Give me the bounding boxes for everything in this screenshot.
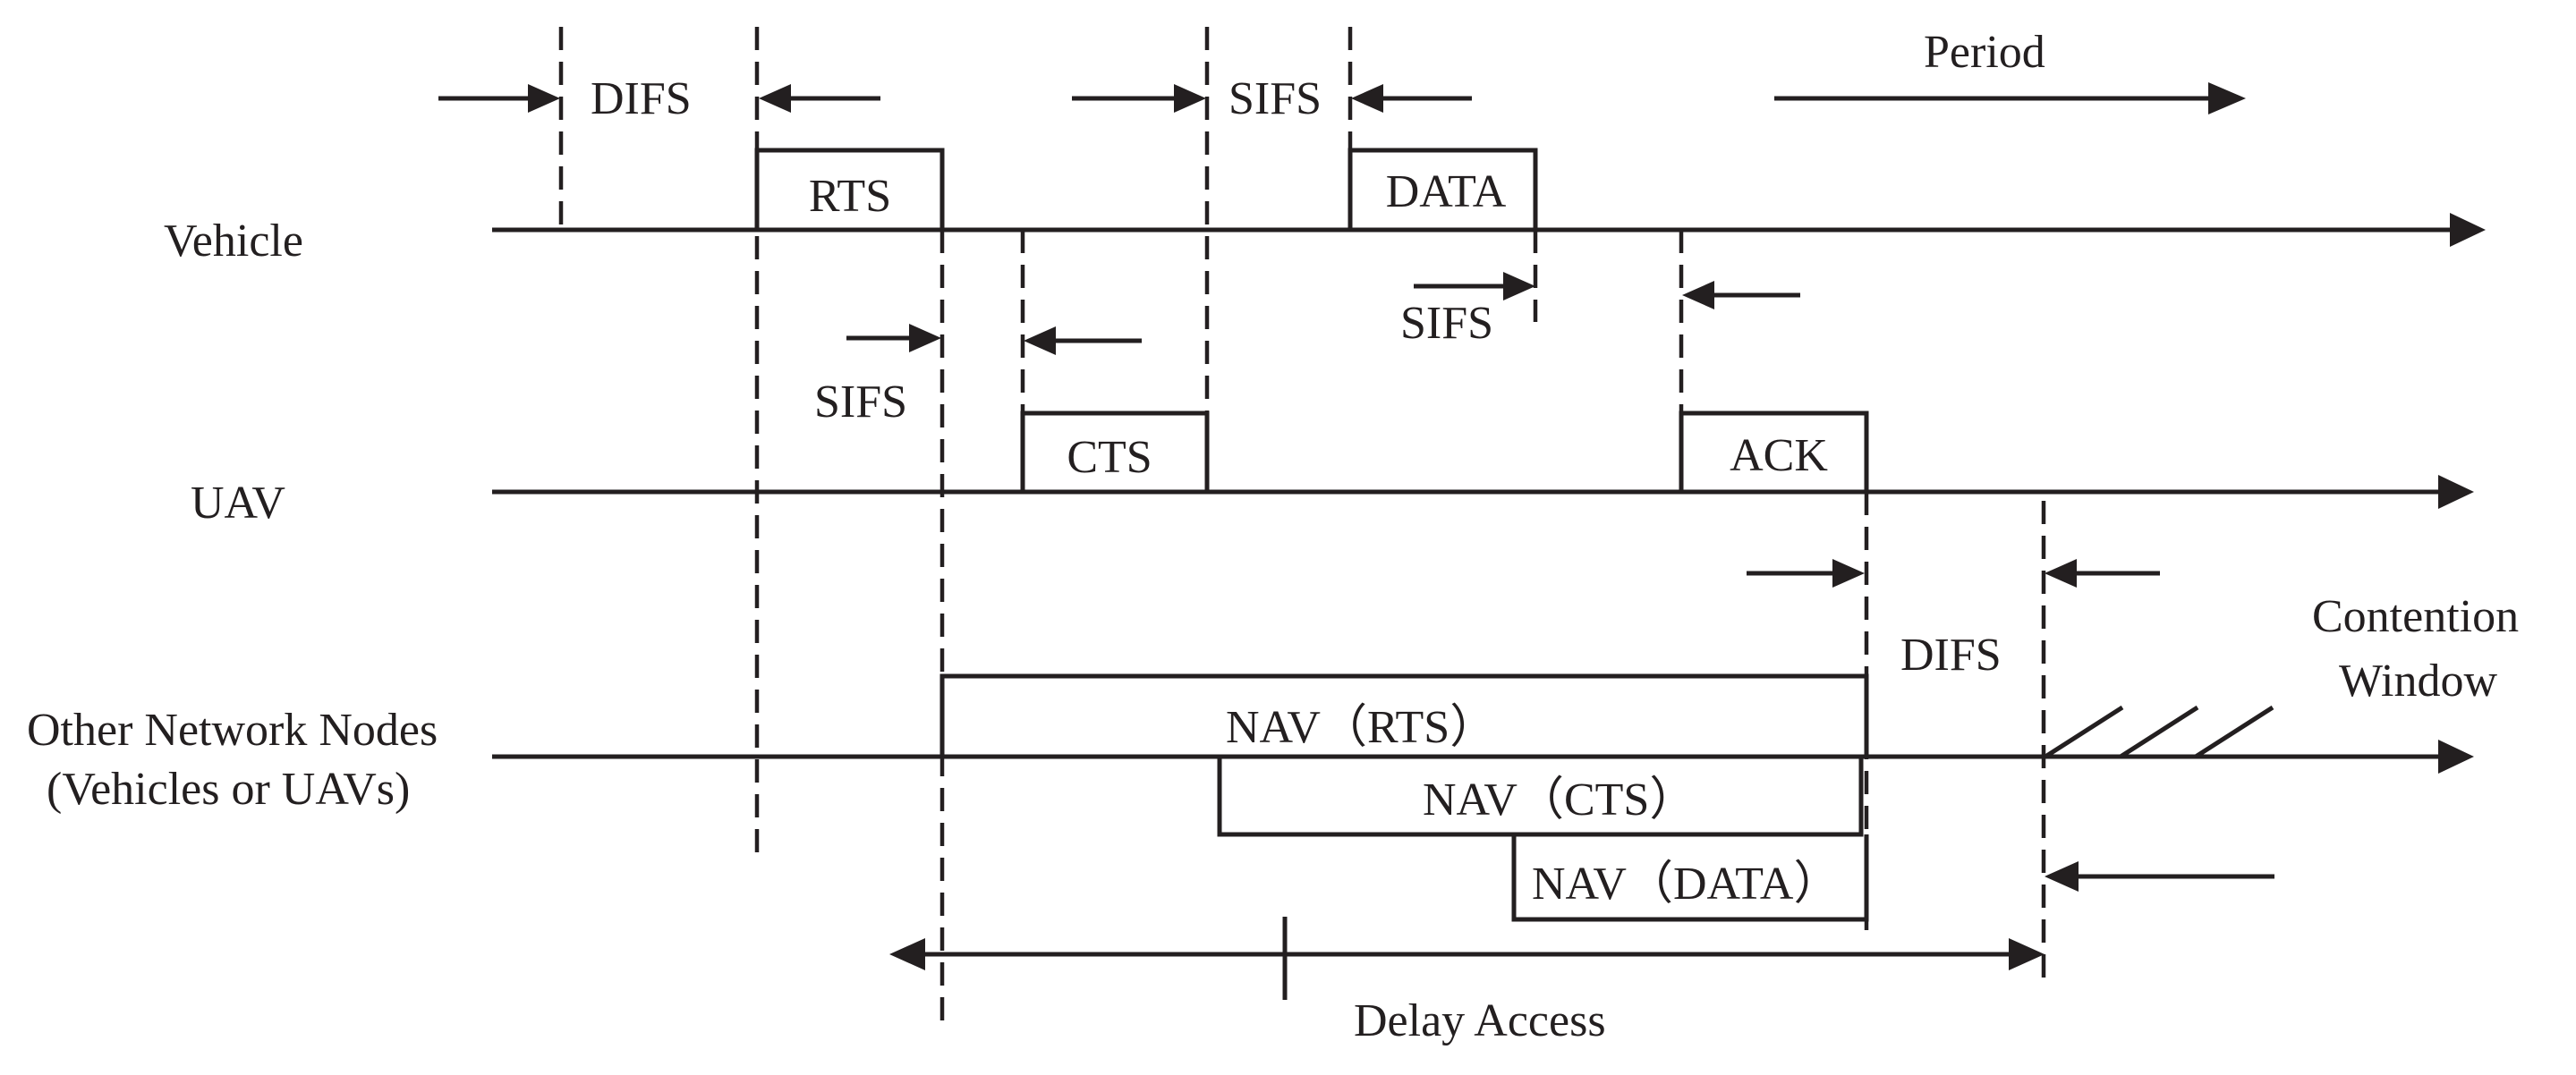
rts-label: RTS xyxy=(809,171,891,222)
sifs-after-data-label: SIFS xyxy=(1400,298,1493,349)
nav-rts-bar: NAV（RTS） xyxy=(939,673,1869,757)
data-frame: DATA xyxy=(1348,148,1538,230)
nav-data-bar: NAV（DATA） xyxy=(1511,834,1869,922)
contention-window-hatch xyxy=(2044,705,2274,759)
sifs-top-arrow-out xyxy=(1351,84,1472,113)
row-label-uav: UAV xyxy=(191,478,285,529)
sifs-after-rts-label: SIFS xyxy=(814,377,907,427)
cts-frame: CTS xyxy=(1020,411,1210,492)
difs-right-label: DIFS xyxy=(1900,630,2002,681)
row-label-other-line2: (Vehicles or UAVs) xyxy=(47,764,410,815)
difs-top-arrow-in xyxy=(438,84,560,113)
cts-label: CTS xyxy=(1067,432,1152,483)
difs-top-label: DIFS xyxy=(591,73,692,124)
uav-timeline xyxy=(492,475,2474,509)
sifs-after-data-arrow xyxy=(1414,272,1535,300)
sifs-top-arrow-in xyxy=(1072,84,1206,113)
data-label: DATA xyxy=(1386,166,1507,217)
nav-cts-label: NAV（CTS） xyxy=(1423,775,1696,825)
ack-start-arrow xyxy=(1682,281,1800,309)
delay-access-span xyxy=(889,917,2045,1000)
period-label: Period xyxy=(1924,27,2045,78)
sifs-top-label: SIFS xyxy=(1228,73,1322,124)
other-nodes-timeline xyxy=(492,740,2474,774)
ack-frame: ACK xyxy=(1679,411,1869,492)
nav-cts-bar: NAV（CTS） xyxy=(1217,757,1864,837)
delay-access-label: Delay Access xyxy=(1354,995,1606,1046)
nav-rts-label: NAV（RTS） xyxy=(1226,702,1496,753)
sifs-after-rts-arrow xyxy=(846,324,941,352)
difs-right-arrow-out xyxy=(2045,559,2160,588)
vehicle-timeline xyxy=(492,213,2486,247)
rts-frame: RTS xyxy=(754,148,945,230)
row-label-other-line1: Other Network Nodes xyxy=(27,705,438,756)
difs-top-arrow-out xyxy=(759,84,880,113)
cts-start-arrow xyxy=(1024,326,1142,355)
ack-label: ACK xyxy=(1730,430,1828,481)
contention-end-arrow xyxy=(2045,861,2274,892)
difs-right-arrow-in xyxy=(1747,559,1865,588)
period-arrow xyxy=(1774,82,2246,114)
contention-window-label-line2: Window xyxy=(2339,656,2497,707)
nav-data-label: NAV（DATA） xyxy=(1532,859,1840,910)
row-label-vehicle: Vehicle xyxy=(164,216,303,267)
contention-window-label-line1: Contention xyxy=(2312,591,2519,642)
